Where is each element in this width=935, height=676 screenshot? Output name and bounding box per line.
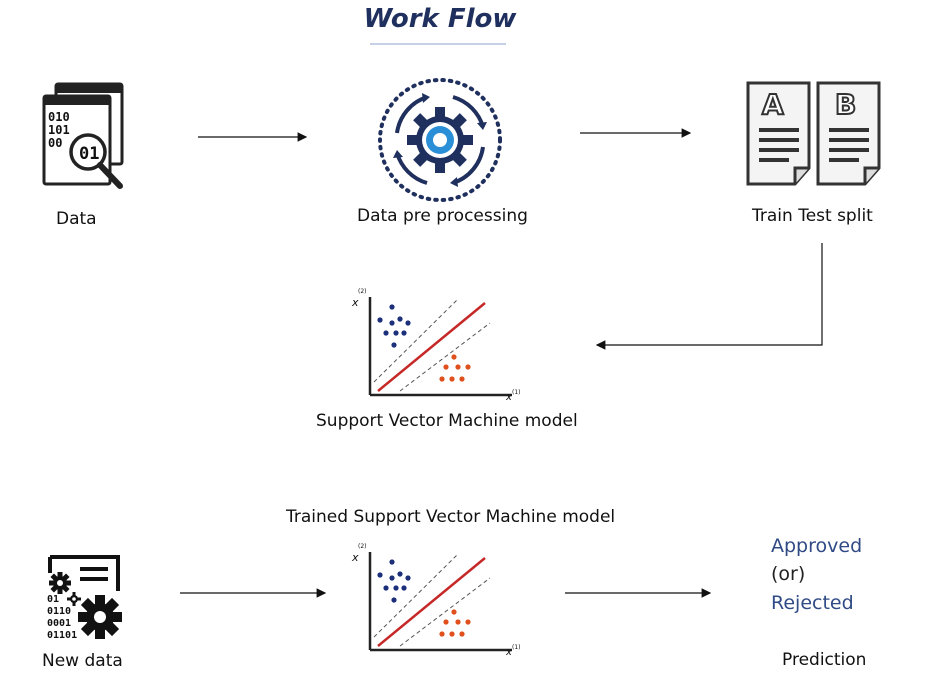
document-b-icon bbox=[816, 81, 881, 186]
trained-svm-plot-icon bbox=[368, 552, 512, 652]
data-bin-line-2: 101 bbox=[48, 123, 70, 137]
data-bin-line-1: 010 bbox=[48, 110, 70, 124]
preprocessing-label: Data pre processing bbox=[357, 206, 528, 226]
new-data-bin-line-3: 0001 bbox=[47, 618, 72, 629]
data-file-icon bbox=[42, 82, 124, 189]
trained-svm-x-axis-label: x bbox=[506, 647, 512, 658]
new-data-icon bbox=[48, 555, 122, 639]
split-label: Train Test split bbox=[752, 206, 873, 226]
page-title: Work Flow bbox=[363, 4, 517, 34]
new-data-bin-line-1: 01 bbox=[47, 594, 60, 605]
data-bin-line-3: 00 bbox=[48, 136, 63, 150]
magnifier-text: 01 bbox=[79, 144, 100, 164]
document-a-letter: A bbox=[761, 87, 785, 122]
or-text: (or) bbox=[771, 563, 806, 585]
prediction-label: Prediction bbox=[782, 650, 867, 670]
svm-y-axis-sup: (2) bbox=[358, 288, 367, 295]
svm-y-axis-label: x bbox=[352, 296, 359, 309]
new-data-bin-line-4: 01101 bbox=[47, 630, 78, 641]
title-underline bbox=[370, 43, 506, 45]
trained-svm-y-axis-label: x bbox=[352, 551, 359, 564]
document-b-letter: B bbox=[834, 87, 857, 122]
approved-text: Approved bbox=[771, 535, 863, 557]
trained-svm-y-axis-sup: (2) bbox=[358, 543, 367, 550]
gear-processing-icon bbox=[378, 78, 502, 202]
data-label: Data bbox=[56, 209, 97, 229]
svm-plot-icon bbox=[368, 297, 512, 397]
rejected-text: Rejected bbox=[771, 592, 854, 614]
svm-x-axis-label: x bbox=[506, 392, 512, 403]
svm-x-axis-sup: (1) bbox=[512, 389, 521, 396]
new-data-bin-line-2: 0110 bbox=[47, 606, 72, 617]
new-data-label: New data bbox=[42, 651, 123, 671]
trained-svm-label: Trained Support Vector Machine model bbox=[286, 507, 616, 527]
trained-svm-x-axis-sup: (1) bbox=[512, 644, 521, 651]
document-a-icon bbox=[746, 81, 811, 186]
svm-label: Support Vector Machine model bbox=[316, 411, 578, 431]
